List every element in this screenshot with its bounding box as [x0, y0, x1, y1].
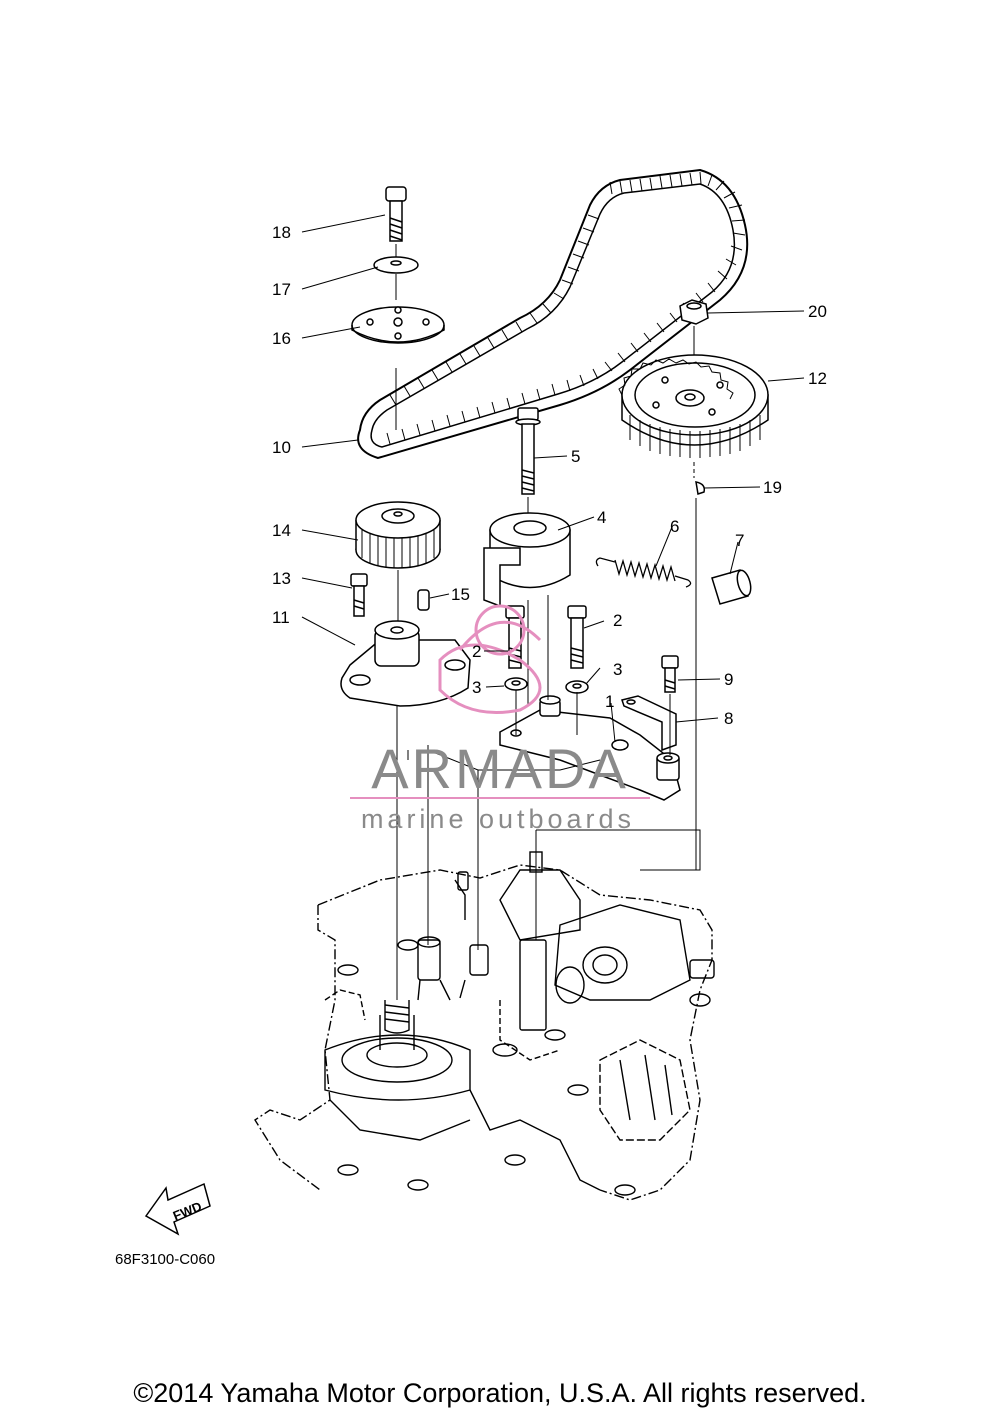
bracket-8: [621, 695, 677, 752]
cam-pulley-18-teeth: [629, 415, 761, 458]
tensioner-pulley-4: [483, 512, 571, 608]
bolt-5: [515, 407, 541, 495]
pulley-housing-11: [340, 620, 471, 707]
fwd-arrow-icon: [144, 1182, 211, 1236]
bolt-9: [661, 655, 679, 693]
label-part-5: 5: [571, 447, 580, 466]
fwd-direction-arrow: FWD: [144, 1182, 211, 1236]
label-part-12: 13: [272, 569, 291, 588]
label-part-11: 11: [272, 608, 290, 627]
washer-3-right: [565, 680, 589, 694]
label-part-9: 9: [724, 670, 733, 689]
copyright-notice: ©2014 Yamaha Motor Corporation, U.S.A. A…: [133, 1378, 867, 1408]
woodruff-key-19: [695, 481, 706, 495]
label-part-3-left: 3: [472, 678, 481, 697]
washer-3-left: [504, 677, 528, 691]
label-part-8: 8: [724, 709, 733, 728]
spring-6: [595, 557, 692, 588]
watermark-title: ARMADA: [371, 737, 629, 800]
label-part-1: 1: [605, 692, 614, 711]
label-part-10: 10: [272, 438, 291, 457]
label-part-14: 15: [451, 585, 470, 604]
label-part-16: 17: [272, 280, 291, 299]
label-part-18: 12: [808, 369, 827, 388]
bolt-17: [385, 186, 407, 242]
assembly-lines: [407, 595, 701, 950]
part-labels: 18 17 16 10 14 13 11 15 5 4 6 7 2 2 3 3 …: [272, 223, 827, 728]
watermark-logo-mark: [438, 604, 542, 714]
label-part-2-right: 2: [613, 611, 622, 630]
watermark-subtitle: marine outboards: [361, 804, 635, 834]
belt-teeth: [386, 171, 746, 445]
callout-leaders: [301, 214, 805, 743]
label-part-13: 14: [272, 521, 291, 540]
label-part-7: 7: [735, 531, 744, 550]
washer-16: [373, 256, 419, 274]
label-part-3-right: 3: [613, 660, 622, 679]
label-part-6: 6: [670, 517, 679, 536]
tensioner-arm-1: [499, 695, 681, 801]
label-part-19: 19: [763, 478, 782, 497]
timing-belt: [357, 168, 749, 460]
watermark: ARMADA marine outboards: [350, 604, 650, 834]
dowel-pin-14: [417, 589, 430, 611]
diagram-code: 68F3100-C060: [115, 1251, 215, 1268]
drive-pulley-13: [355, 501, 441, 569]
label-part-15: 16: [272, 329, 291, 348]
cam-pulley-18: [621, 354, 769, 446]
collar-7: [711, 569, 752, 605]
bolt-2-right: [567, 605, 587, 669]
nut-20: [679, 299, 709, 325]
label-part-17: 18: [272, 223, 291, 242]
label-part-4: 4: [597, 508, 606, 527]
pulley-13-teeth: [361, 530, 435, 568]
engine-block: [254, 851, 715, 1201]
label-part-20: 20: [808, 302, 827, 321]
bolt-12: [350, 573, 368, 617]
cam-pulley-18-rim-teeth: [618, 358, 734, 400]
plate-15: [351, 306, 445, 344]
label-part-2-left: 2: [472, 642, 481, 661]
